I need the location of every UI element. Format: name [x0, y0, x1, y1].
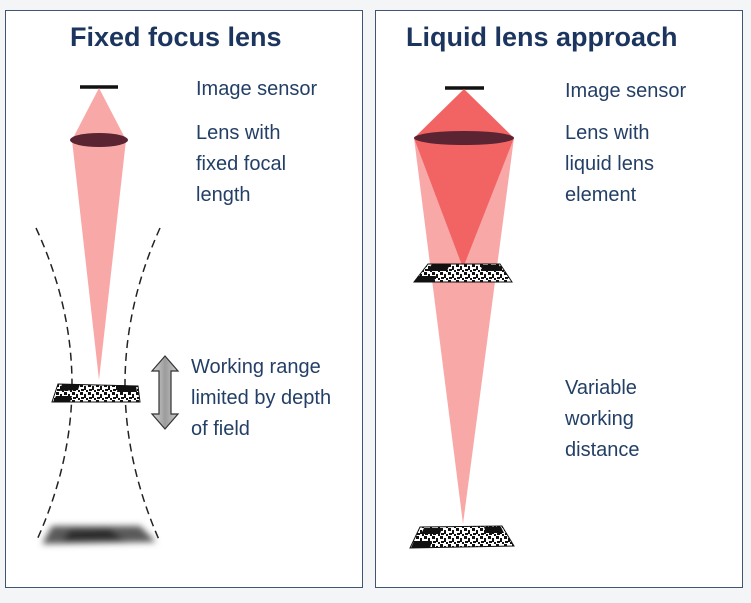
fixed-focus-title: Fixed focus lens — [70, 22, 282, 52]
left-sharp-qr-code — [51, 383, 141, 403]
variable-distance-label: Variable working distance — [565, 377, 640, 461]
working-range-arrow — [150, 355, 180, 430]
left-lens-label: Lens with fixed focal length — [196, 122, 287, 206]
right-long-beam — [414, 138, 514, 524]
left-sensor-label: Image sensor — [196, 78, 318, 100]
left-focus-beam — [72, 140, 126, 380]
right-lens-label: Lens with liquid lens element — [565, 122, 654, 206]
right-short-beam — [414, 138, 514, 268]
right-near-qr-code — [412, 263, 513, 283]
right-sensor-label: Image sensor — [565, 80, 687, 102]
right-far-qr-code — [409, 525, 515, 549]
left-sensor-beam — [72, 88, 126, 140]
left-blurred-qr-code — [42, 526, 156, 544]
fixed-focus-panel — [5, 10, 363, 588]
liquid-lens-title: Liquid lens approach — [406, 22, 678, 52]
working-range-label: Working range limited by depth of field — [191, 356, 332, 440]
liquid-lens — [414, 131, 514, 145]
right-sensor-beam — [414, 89, 514, 138]
fixed-lens — [70, 133, 128, 147]
